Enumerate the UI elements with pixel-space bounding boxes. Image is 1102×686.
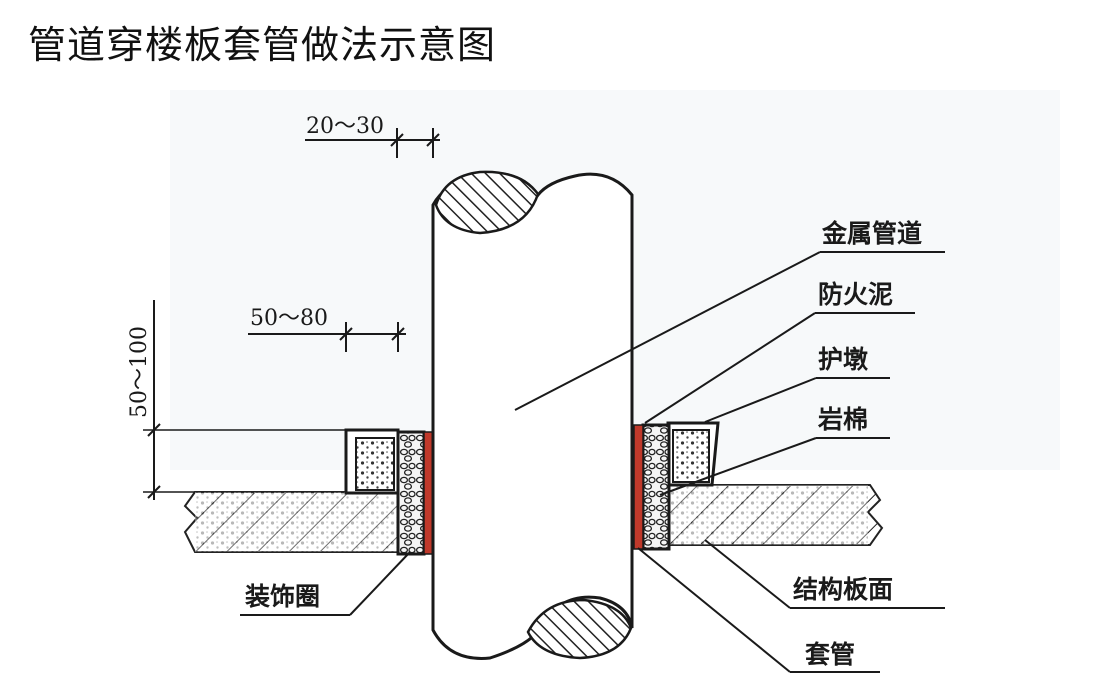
dimension-ring-width-text: 50～80 [250,306,328,331]
sleeve-right [633,424,644,550]
label-sleeve: 套管 [804,640,855,669]
rock-wool-right [641,423,671,551]
protective-pier-left [344,428,400,495]
rock-wool-left [396,430,426,556]
leader-rock-wool: 岩棉 [659,405,890,496]
label-rock-wool: 岩棉 [817,405,868,434]
dimension-ring-height-text: 50～100 [127,326,152,418]
dimension-gap-text: 20～30 [306,114,384,139]
leader-protective-pier: 护墩 [704,345,890,423]
dimension-gap: 20～30 [305,114,440,158]
leader-slab-surface: 结构板面 [704,539,945,609]
dimension-ring-height: 50～100 [127,300,345,500]
label-decorative-ring: 装饰圈 [245,582,320,611]
leader-sleeve: 套管 [637,547,880,673]
leader-decorative-ring: 装饰圈 [240,551,411,616]
label-metal-pipe: 金属管道 [821,219,922,248]
slab-left [183,491,401,553]
leader-metal-pipe: 金属管道 [514,219,945,411]
leader-fireproof-mud: 防火泥 [644,280,915,424]
label-protective-pier: 护墩 [818,345,869,374]
dimension-ring-width: 50～80 [248,306,406,352]
label-fireproof-mud: 防火泥 [818,280,893,309]
slab-right [667,484,884,546]
label-slab-surface: 结构板面 [793,575,893,604]
metal-pipe [431,170,634,660]
page-title: 管道穿楼板套管做法示意图 [28,23,497,67]
